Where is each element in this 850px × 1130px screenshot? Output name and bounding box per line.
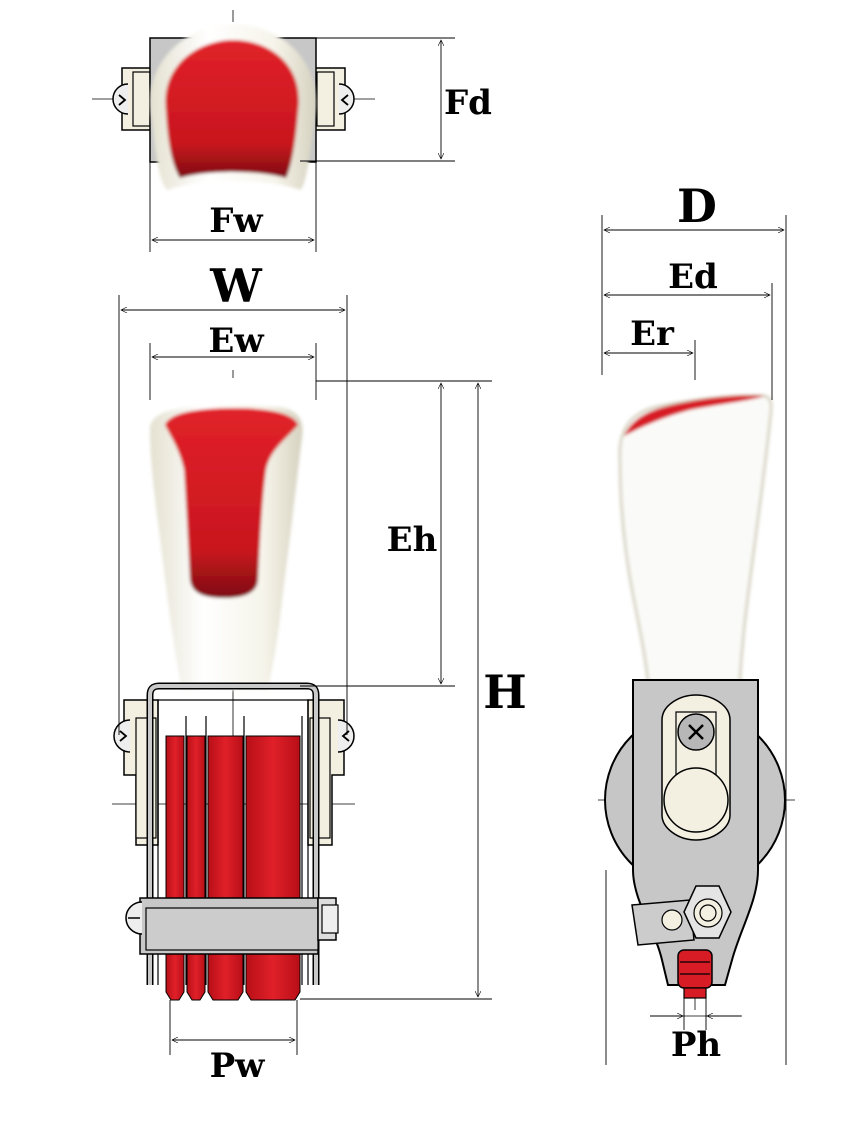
front-handle xyxy=(150,404,303,690)
label-w: W xyxy=(209,259,263,313)
label-eh: Eh xyxy=(387,520,438,560)
label-pw: Pw xyxy=(210,1046,266,1086)
label-er: Er xyxy=(630,314,675,354)
side-print-tip xyxy=(677,949,713,999)
top-knob xyxy=(150,24,316,190)
label-h: H xyxy=(483,665,526,719)
dimension-lines xyxy=(118,37,787,1065)
screw-icon xyxy=(113,719,131,753)
side-handle xyxy=(618,393,773,684)
front-bands xyxy=(165,716,303,1001)
screw-icon xyxy=(338,83,355,115)
label-ew: Ew xyxy=(208,321,264,361)
screw-icon xyxy=(112,83,129,115)
label-ed: Ed xyxy=(668,257,718,297)
top-view xyxy=(92,10,375,190)
front-frame xyxy=(146,682,320,985)
side-nut xyxy=(631,885,732,946)
label-fw: Fw xyxy=(209,201,263,241)
screw-x-icon xyxy=(688,724,704,740)
dimension-labels: Fd Fw W Ew Eh H Pw D Ed Er Ph xyxy=(208,83,721,1086)
label-ph: Ph xyxy=(671,1025,721,1065)
side-view xyxy=(598,393,795,1017)
label-d: D xyxy=(677,179,717,233)
front-axle-bar xyxy=(139,897,339,955)
screw-icon xyxy=(125,901,143,935)
label-fd: Fd xyxy=(444,83,492,123)
screw-icon xyxy=(337,719,355,753)
front-view xyxy=(112,370,355,1001)
